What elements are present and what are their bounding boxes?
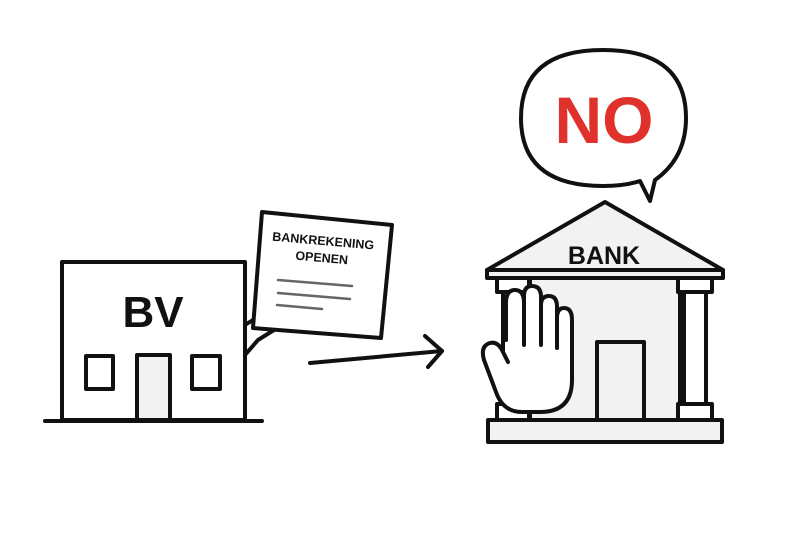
bank-steps: [486, 418, 724, 444]
arrow-icon: [308, 334, 444, 369]
pillar-cap-right: [676, 276, 714, 294]
company-label: BV: [122, 288, 184, 337]
document-tail: [243, 328, 276, 357]
text-line: [276, 278, 354, 288]
pillar-right: [682, 290, 708, 406]
speech-bubble: [519, 48, 688, 203]
text-line: [275, 303, 324, 311]
stop-hand-icon: [480, 284, 574, 414]
company-building: [43, 260, 264, 423]
window-left: [84, 354, 115, 391]
door: [135, 353, 172, 422]
application-document: [251, 210, 394, 340]
bank-door: [595, 340, 646, 422]
pillar-base-right: [676, 402, 714, 422]
rejection-text: NO: [555, 83, 654, 157]
window-right: [190, 354, 222, 391]
bank-label: BANK: [568, 242, 640, 270]
document-title-line2: OPENEN: [295, 249, 349, 268]
text-line: [276, 291, 352, 301]
